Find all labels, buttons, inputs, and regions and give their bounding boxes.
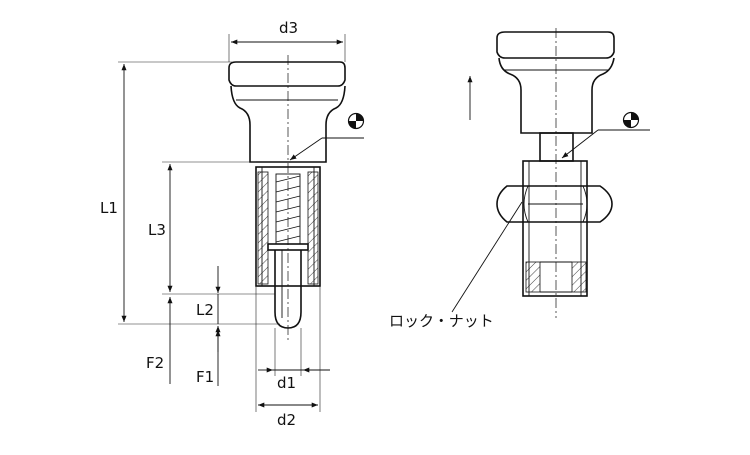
lock-nut — [496, 185, 613, 223]
left-view: d3 L1 L3 L2 F2 F1 d1 d2 — [100, 19, 365, 429]
L2-label: L2 — [196, 301, 214, 319]
right-knob-body — [498, 57, 615, 134]
L3-label: L3 — [148, 221, 166, 239]
knob-body — [230, 85, 346, 163]
right-view: ロック・ナット — [389, 28, 650, 330]
F2-label: F2 — [146, 354, 164, 372]
lock-nut-face-2 — [582, 185, 588, 223]
sleeve-outline — [255, 166, 321, 287]
leader-arrow-left — [289, 137, 323, 161]
L1-label: L1 — [100, 199, 118, 217]
right-hatch-left — [525, 261, 541, 293]
quartered-circle-icon — [622, 111, 640, 129]
F1-label: F1 — [196, 368, 214, 386]
knob-knurled-top — [228, 61, 346, 87]
lock-nut-leader — [451, 201, 523, 313]
d1-label: d1 — [277, 374, 296, 392]
right-knob-knurled-top — [496, 31, 615, 59]
spring — [275, 173, 301, 245]
plunger-pin — [274, 250, 302, 329]
leader-arrow-right — [561, 129, 599, 159]
right-sleeve — [522, 160, 588, 297]
sleeve-wall-left — [257, 171, 269, 285]
right-pin-stem — [539, 132, 574, 162]
lock-nut-label: ロック・ナット — [389, 312, 494, 330]
quartered-circle-icon — [347, 112, 365, 130]
right-hatch-right — [571, 261, 587, 293]
pin-collar — [267, 243, 309, 251]
d2-label: d2 — [277, 411, 296, 429]
d3-label: d3 — [279, 19, 298, 37]
lock-nut-face-1 — [523, 185, 529, 223]
sleeve-wall-right — [307, 171, 319, 285]
